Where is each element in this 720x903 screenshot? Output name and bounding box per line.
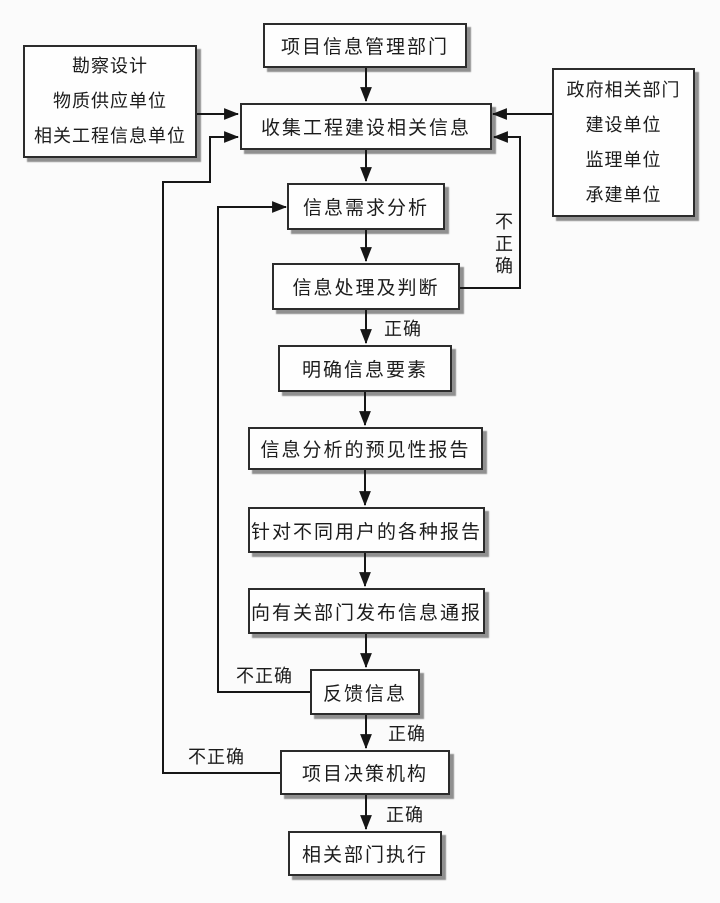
right-source-line: 政府相关部门 xyxy=(566,79,681,101)
node-process-judge: 信息处理及判断 xyxy=(272,263,460,310)
label-correct-feedback: 正确 xyxy=(388,724,426,745)
node-decision-body: 项目决策机构 xyxy=(280,750,450,795)
right-source-line: 承建单位 xyxy=(585,184,662,206)
label-incorrect-feedback: 不正确 xyxy=(236,666,293,687)
node-clarify-elements: 明确信息要素 xyxy=(278,345,452,392)
label-incorrect-decision: 不正确 xyxy=(188,747,245,768)
label-correct-decision: 正确 xyxy=(386,805,424,826)
node-feedback-info: 反馈信息 xyxy=(310,669,420,715)
left-source-line: 勘察设计 xyxy=(72,56,148,77)
left-source-line: 相关工程信息单位 xyxy=(34,126,186,147)
node-right-sources: 政府相关部门 建设单位 监理单位 承建单位 xyxy=(552,68,695,217)
node-demand-analysis: 信息需求分析 xyxy=(287,183,445,230)
label-correct-process: 正确 xyxy=(384,319,422,340)
label-incorrect-process: 不正确 xyxy=(492,212,513,278)
right-source-line: 监理单位 xyxy=(585,149,662,171)
node-publish-bulletin: 向有关部门发布信息通报 xyxy=(248,588,485,634)
node-foresight-report: 信息分析的预见性报告 xyxy=(248,427,483,470)
node-execute-dept: 相关部门执行 xyxy=(288,831,442,876)
node-project-info-dept: 项目信息管理部门 xyxy=(263,23,467,68)
right-source-line: 建设单位 xyxy=(585,114,662,136)
left-source-line: 物质供应单位 xyxy=(53,91,167,112)
node-user-reports: 针对不同用户的各种报告 xyxy=(248,507,485,553)
node-left-sources: 勘察设计 物质供应单位 相关工程信息单位 xyxy=(23,45,197,158)
node-collect-info: 收集工程建设相关信息 xyxy=(240,103,492,150)
